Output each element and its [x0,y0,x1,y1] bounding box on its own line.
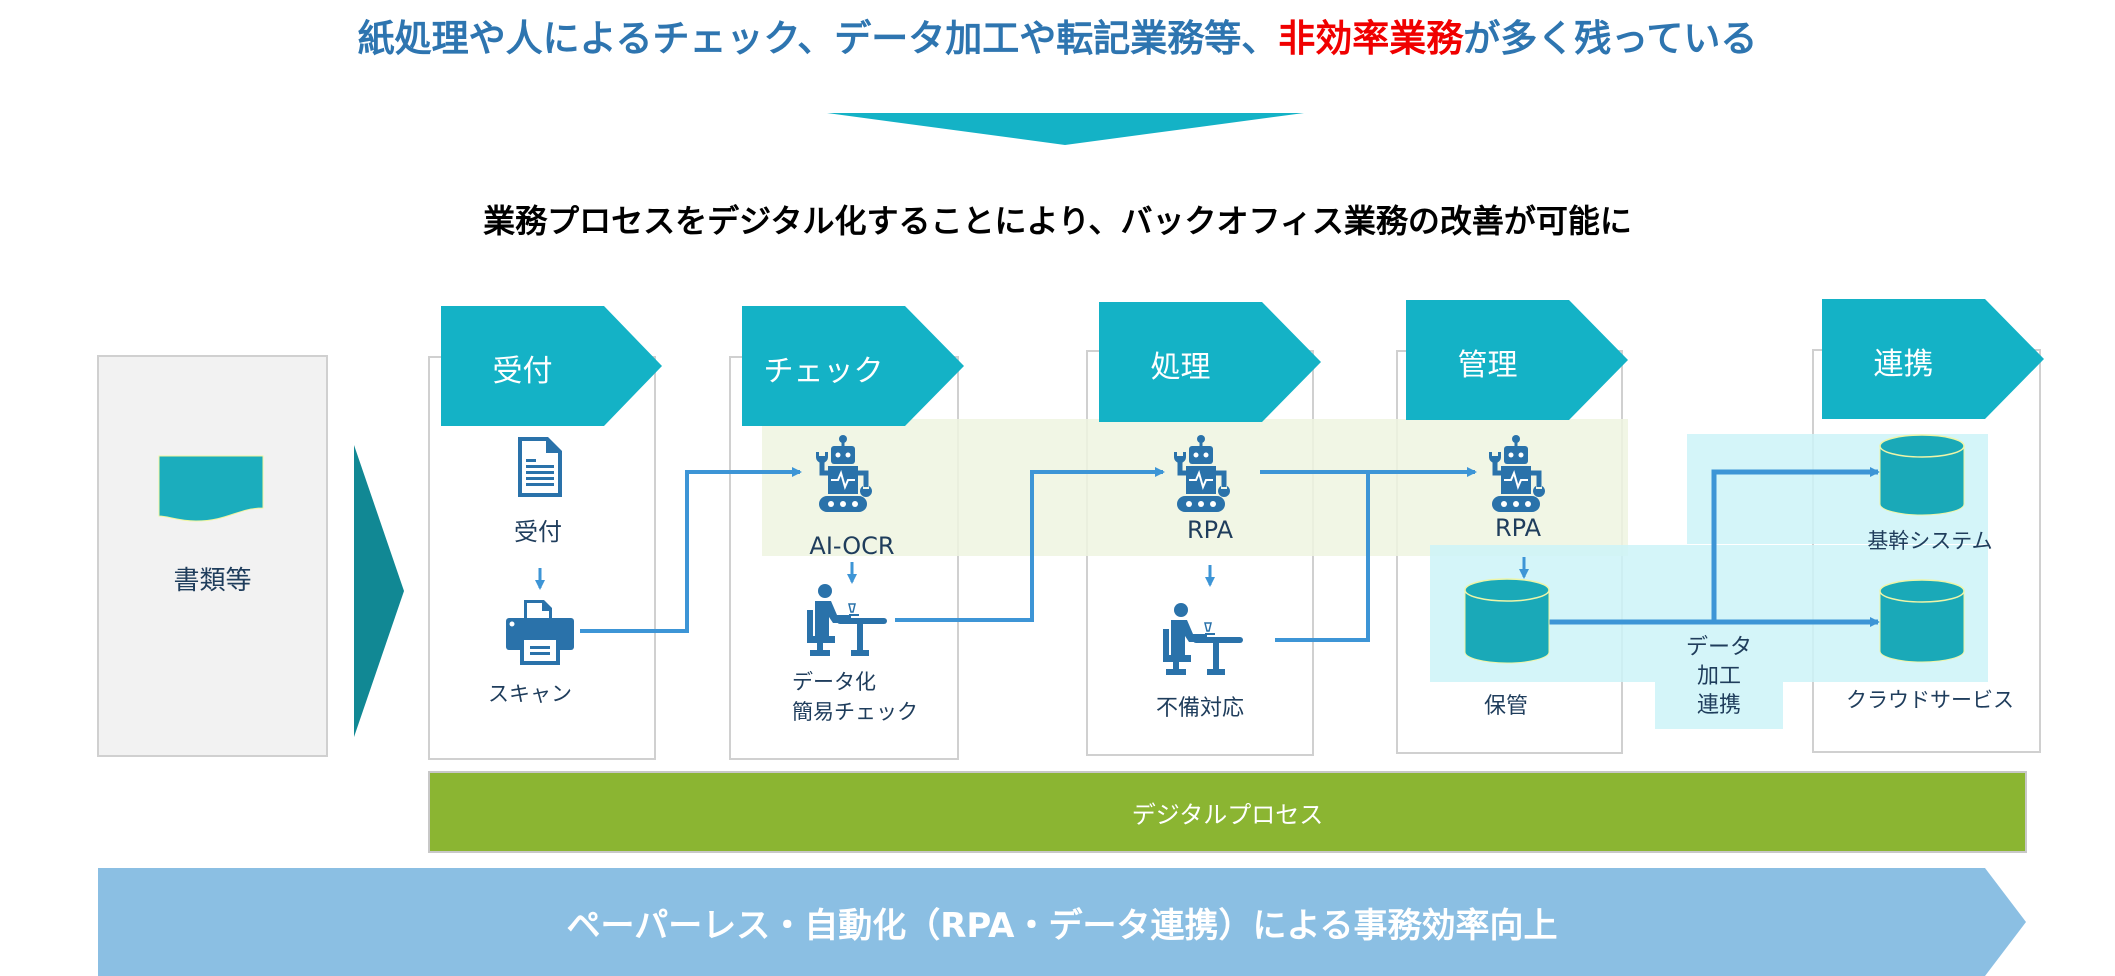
headline-highlight: 非効率業務 [1278,17,1464,60]
node-label-cloud: クラウドサービス [1846,688,2014,712]
node-label-data-check: データ化 簡易チェック [792,666,932,726]
right-arrow-icon [354,445,404,737]
bottom-banner-arrow [98,868,2026,976]
stage-chevron-uketsuke [441,306,662,426]
stage-chevron-check [742,306,964,426]
database-icon [1879,434,1965,516]
node-label-data-check-line2: 簡易チェック [792,700,918,724]
node-label-kikan: 基幹システム [1867,529,1993,553]
source-label: 書類等 [173,566,252,596]
node-label-rpa-process: RPA [1186,516,1234,544]
stage-chevron-shori [1099,302,1321,422]
document-icon [518,437,562,497]
printer-scanner-icon [506,600,574,665]
stage-title-renkei: 連携 [1873,347,1934,382]
database-icon [1879,579,1965,663]
stage-title-uketsuke: 受付 [492,354,553,389]
node-label-ai-ocr: AI-OCR [809,532,895,560]
subtitle: 業務プロセスをデジタル化することにより、バックオフィス業務の改善が可能に [483,202,1632,240]
node-label-hokan: 保管 [1483,694,1528,719]
headline: 紙処理や人によるチェック、データ加工や転記業務等、非効率業務が多く残っている [0,8,2115,62]
stage-chevron-renkei [1822,299,2044,419]
headline-part2: が多く残っている [1463,17,1758,60]
stage-chevron-kanri [1406,300,1628,420]
person-at-desk-icon [807,584,887,656]
node-label-fubi: 不備対応 [1155,696,1244,721]
stage-title-shori: 処理 [1150,350,1211,385]
data-link-line3: 連携 [1696,693,1741,718]
headline-part1: 紙処理や人によるチェック、データ加工や転記業務等、 [357,17,1279,60]
digital-process-bar: デジタルプロセス [428,771,2027,853]
digital-process-label: デジタルプロセス [1131,800,1324,829]
database-icon [1464,578,1550,664]
data-link-label: データ 加工 連携 [1655,633,1783,720]
node-label-data-check-line1: データ化 [792,670,876,694]
data-link-line1: データ [1685,635,1752,660]
robot-icon [1489,435,1545,512]
robot-icon [1174,435,1230,512]
stage-title-kanri: 管理 [1457,348,1518,383]
node-label-scan: スキャン [488,682,572,706]
stage-title-check: チェック [763,354,884,389]
node-label-uketsuke: 受付 [514,518,562,546]
data-link-area-tab [1655,682,1783,729]
document-shape-icon [158,455,264,522]
robot-icon [816,435,872,512]
data-link-line2: 加工 [1696,664,1741,689]
bottom-banner-text: ペーパーレス・自動化（RPA・データ連携）による事務効率向上 [566,905,1558,946]
source-box [97,355,328,757]
node-label-rpa-manage: RPA [1494,514,1542,542]
down-arrow-icon [827,113,1304,145]
person-at-desk-icon [1163,603,1243,675]
